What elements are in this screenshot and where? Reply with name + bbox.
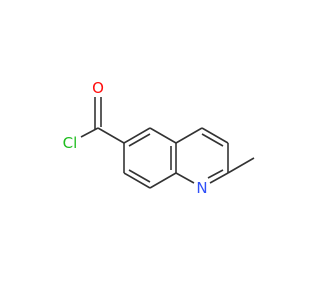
bond-carbonyl-c6	[97, 127, 125, 144]
bond-c4-c3-inner	[201, 133, 224, 147]
bond-c2-methyl	[227, 157, 255, 174]
bond-c8-c7-inner	[128, 169, 151, 183]
bond-c6-c5	[123, 127, 151, 144]
bond-c8-c7	[123, 172, 151, 189]
atom-nitrogen-label: N	[196, 179, 207, 197]
atom-chlorine-label: Cl	[63, 134, 78, 152]
bond-c8a-c8	[149, 172, 177, 189]
bond-c5-c4a	[149, 127, 177, 144]
bond-c4-c3	[201, 127, 229, 144]
bond-n1-c8a	[175, 172, 195, 184]
molecule-structure-diagram: O Cl N	[63, 79, 255, 197]
bond-c2-n1	[209, 172, 229, 184]
bond-c-cl	[80, 127, 99, 138]
bond-c2-n1-inner	[207, 169, 224, 179]
bond-c4a-c4	[175, 127, 203, 144]
atom-oxygen-label: O	[92, 79, 104, 97]
bond-c5-c6-inner	[128, 133, 151, 147]
